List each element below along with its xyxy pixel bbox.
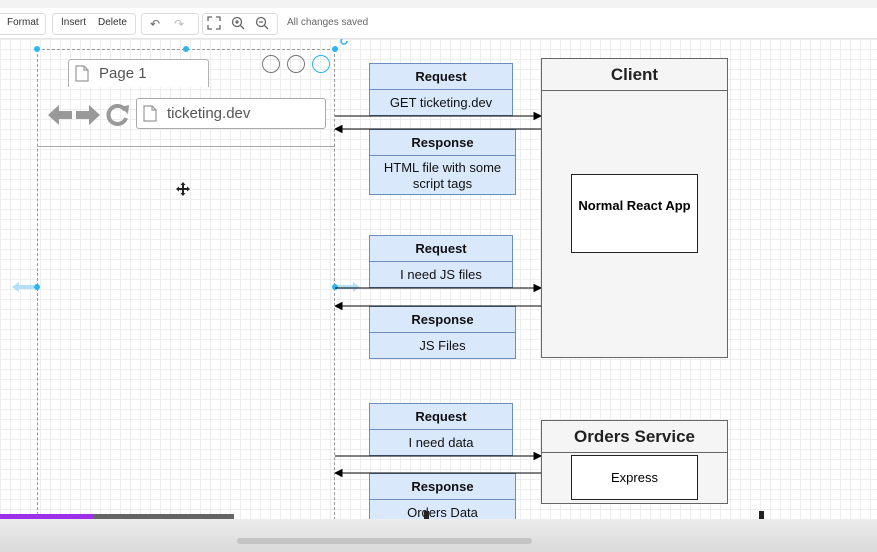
timeline-marker: [424, 511, 429, 522]
progress-track[interactable]: [0, 514, 234, 519]
delete-button[interactable]: Delete: [98, 17, 127, 28]
browser-tab-label: Page 1: [99, 65, 147, 82]
insert-button[interactable]: Insert: [61, 17, 87, 28]
orders-service-title: Orders Service: [542, 421, 727, 453]
request-title[interactable]: Request: [369, 63, 513, 90]
orders-service-container[interactable]: Orders Service Express: [541, 420, 728, 504]
progress-fill: [0, 514, 93, 519]
client-title: Client: [542, 59, 727, 91]
redo-icon[interactable]: ↷: [173, 17, 185, 31]
client-container[interactable]: Client Normal React App: [541, 58, 728, 358]
page-icon: [75, 65, 89, 82]
selection-handle[interactable]: [332, 284, 338, 290]
diagram-canvas[interactable]: Page 1 ticketing.dev Request GET ticketi…: [0, 39, 877, 519]
view-group: [202, 13, 278, 35]
request-text[interactable]: I need JS files: [369, 261, 513, 288]
response-text[interactable]: HTML file with some script tags: [369, 155, 516, 195]
request-text[interactable]: I need data: [369, 429, 513, 456]
forward-arrow-icon: [76, 105, 100, 125]
selection-handle[interactable]: [34, 284, 40, 290]
url-bar[interactable]: ticketing.dev: [136, 98, 326, 129]
undo-icon[interactable]: ↶: [149, 17, 161, 31]
format-group: Format: [0, 13, 46, 35]
fit-icon[interactable]: [206, 16, 222, 32]
save-status: All changes saved: [287, 17, 369, 28]
history-group: ↶ ↷: [141, 13, 199, 35]
refresh-icon: [106, 104, 129, 126]
url-text: ticketing.dev: [167, 105, 251, 122]
page-icon: [143, 105, 157, 122]
browser-tab[interactable]: Page 1: [68, 59, 209, 87]
edit-group: Insert Delete: [52, 13, 136, 35]
connect-arrow-icon[interactable]: [12, 282, 34, 292]
horizontal-scrollbar[interactable]: [237, 538, 532, 544]
window-control-icon: [312, 55, 330, 73]
timeline-marker: [759, 511, 764, 522]
react-app-box[interactable]: Normal React App: [571, 174, 698, 253]
express-box[interactable]: Express: [571, 455, 698, 500]
move-cursor-icon: [176, 182, 190, 196]
selection-handle[interactable]: [183, 46, 189, 52]
connect-arrow-icon[interactable]: [338, 282, 360, 292]
toolbar: Format Insert Delete ↶ ↷ All changes sav…: [0, 8, 877, 39]
format-button[interactable]: Format: [7, 17, 39, 28]
back-arrow-icon: [48, 105, 72, 125]
request-title[interactable]: Request: [369, 235, 513, 262]
selection-handle[interactable]: [34, 46, 40, 52]
zoom-in-icon[interactable]: [230, 16, 246, 32]
window-control-icon: [262, 55, 280, 73]
rotate-handle-icon[interactable]: [339, 39, 349, 46]
browser-header-divider: [38, 146, 335, 147]
response-text[interactable]: JS Files: [369, 332, 516, 359]
selection-handle[interactable]: [332, 46, 338, 52]
bottom-bar: [0, 519, 877, 552]
window-control-icon: [287, 55, 305, 73]
zoom-out-icon[interactable]: [254, 16, 270, 32]
connector-arrows: [335, 111, 543, 478]
